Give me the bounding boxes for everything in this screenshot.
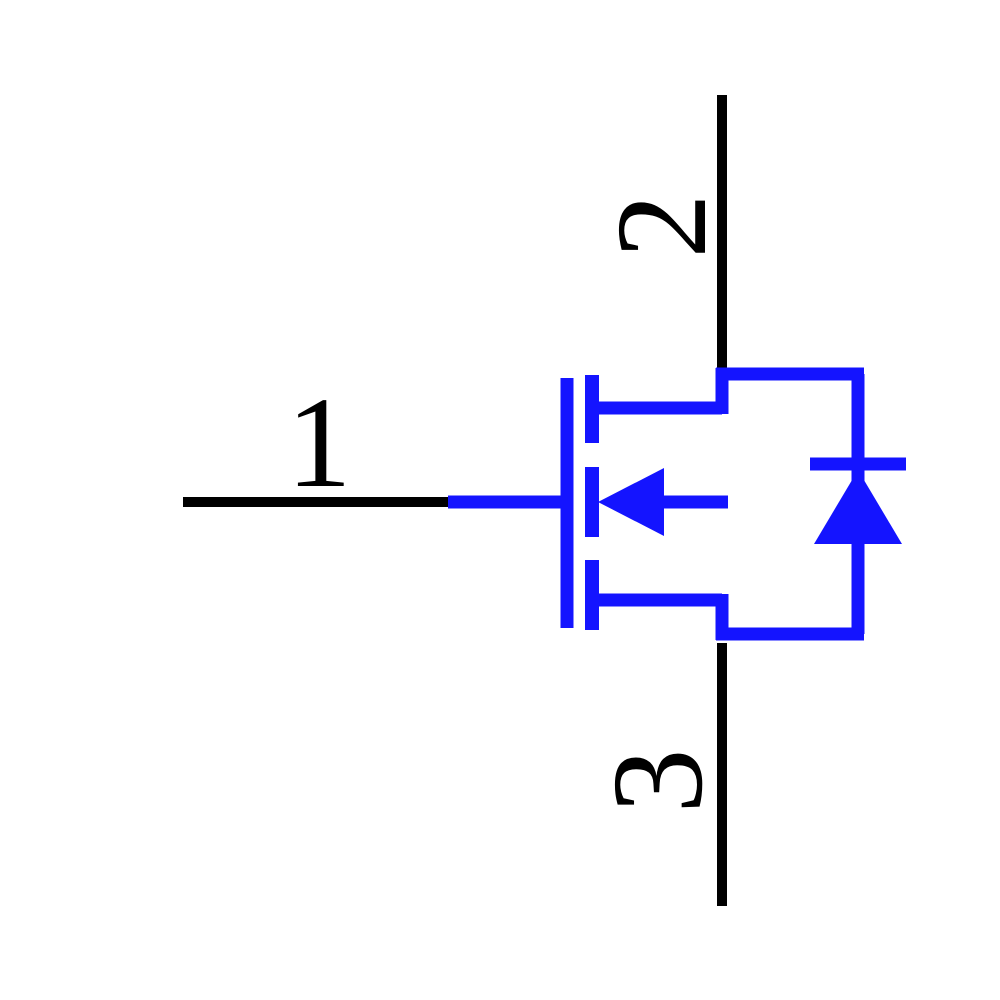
body-arrow-icon (598, 468, 664, 536)
pin-2-label: 2 (590, 194, 734, 259)
pin-3-label: 3 (586, 749, 730, 814)
pin-1-label: 1 (287, 371, 352, 515)
diode-anode-triangle-icon (814, 470, 902, 544)
